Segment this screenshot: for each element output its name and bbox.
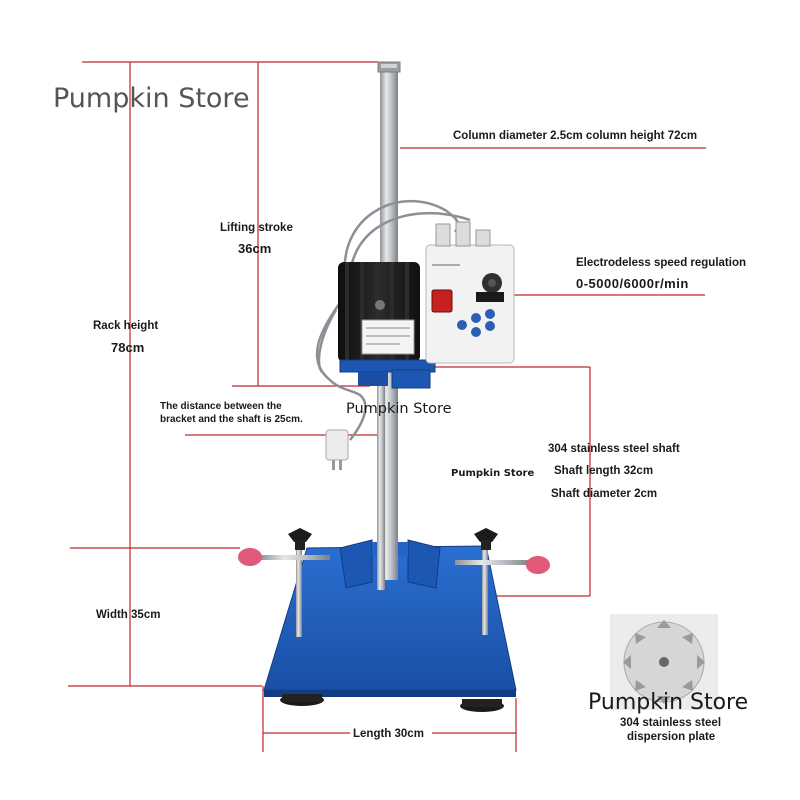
speed-value: 0-5000/6000r/min [576, 276, 689, 291]
blue-base-plate [263, 539, 517, 712]
shaft-diameter: Shaft diameter 2cm [551, 488, 658, 500]
watermark-center: Pumpkin Store [346, 401, 452, 417]
speed-controller [425, 221, 515, 364]
plate-annotation-line1: 304 stainless steel [620, 717, 722, 729]
plate-annotation-line2: dispersion plate [627, 731, 716, 743]
watermark-bottom-right: Pumpkin Store [588, 690, 749, 715]
watermark-center-small: Pumpkin Store [451, 468, 535, 479]
shaft-material: 304 stainless steel shaft [548, 443, 680, 455]
width-annotation: Width 35cm [96, 609, 161, 621]
distance-note-line1: The distance between the [160, 401, 282, 412]
shaft-length: Shaft length 32cm [554, 465, 654, 477]
side-levers [238, 528, 550, 637]
lifting-stroke-label: Lifting stroke [220, 222, 293, 234]
rack-height-value: 78cm [111, 340, 145, 355]
distance-note-line2: bracket and the shaft is 25cm. [160, 414, 303, 425]
speed-label: Electrodeless speed regulation [576, 257, 747, 269]
rack-height-label: Rack height [93, 320, 159, 332]
column-annotation: Column diameter 2.5cm column height 72cm [453, 130, 698, 142]
dispersion-plate-image [610, 614, 718, 710]
lifting-stroke-value: 36cm [238, 241, 272, 256]
motor [338, 262, 420, 362]
dimension-lines [68, 61, 706, 752]
motor-bracket [339, 359, 436, 389]
power-plug [325, 429, 349, 470]
watermark-top-left: Pumpkin Store [53, 83, 250, 114]
mixer-shaft [377, 380, 385, 590]
length-annotation: Length 30cm [353, 728, 424, 740]
